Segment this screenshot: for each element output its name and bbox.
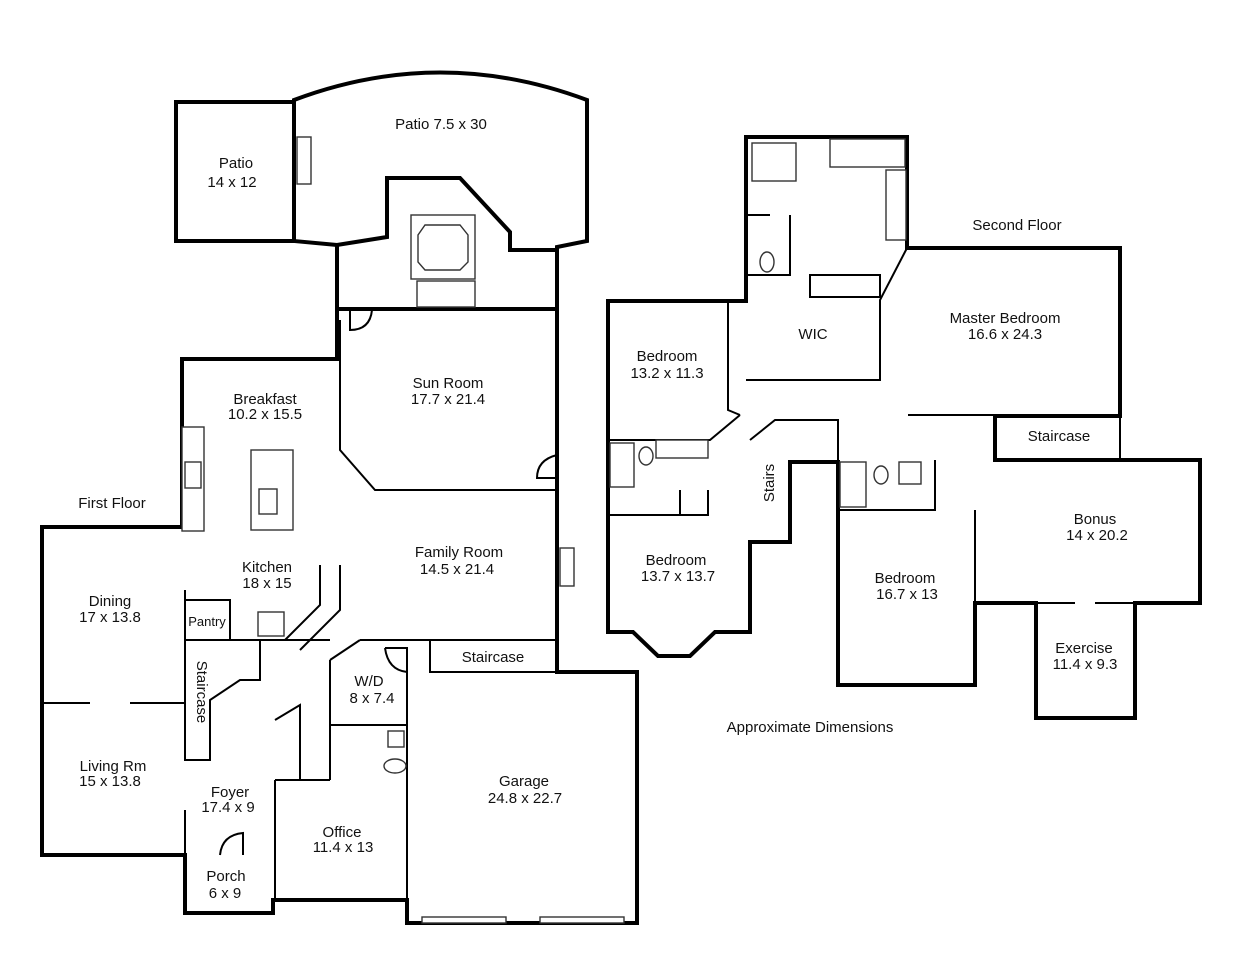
toilet-icon (873, 465, 889, 485)
bedroom-b-name: Bedroom (646, 552, 707, 569)
staircase-2-box (994, 416, 1121, 461)
porch-size: 6 x 9 (209, 885, 242, 902)
breakfast-size: 10.2 x 15.5 (228, 406, 302, 423)
patio-large-name: Patio 7.5 x 30 (395, 116, 487, 133)
foyer-size: 17.4 x 9 (201, 799, 254, 816)
fireplace-icon (559, 547, 575, 587)
bedroom-b-size: 13.7 x 13.7 (641, 568, 715, 585)
office-size: 11.4 x 13 (313, 839, 374, 856)
dining-size: 17 x 13.8 (79, 609, 141, 626)
bedroom-a-walls (608, 301, 741, 441)
master-bath-walls (746, 214, 791, 276)
grill-icon (296, 136, 312, 185)
wic-name: WIC (798, 326, 827, 343)
pantry-walls (184, 590, 330, 761)
door-swing-icon (349, 309, 373, 332)
labels: First Floor Second Floor Approximate Dim… (78, 116, 1128, 902)
garage-door-icon (421, 916, 507, 924)
sink-icon (258, 488, 278, 515)
toilet-icon (759, 251, 775, 273)
bedroom-c-walls (838, 460, 976, 603)
family-room-size: 14.5 x 21.4 (420, 561, 494, 578)
kitchen-counter (284, 565, 341, 651)
kitchen-name: Kitchen (242, 559, 292, 576)
hot-tub-basin (417, 224, 469, 271)
first-floor-walls (40, 70, 639, 925)
foyer-name: Foyer (211, 784, 249, 801)
sun-room-name: Sun Room (413, 375, 484, 392)
double-sink-icon (655, 439, 709, 459)
wic-walls (746, 247, 908, 381)
approximate-dimensions-note: Approximate Dimensions (727, 719, 894, 736)
staircase-first-vertical: Staircase (193, 661, 210, 724)
first-floor-label: First Floor (78, 495, 146, 512)
stairs-walls (749, 419, 839, 462)
patio-large-outline (291, 70, 589, 252)
door-swing-icon (384, 647, 408, 674)
living-name: Living Rm (80, 758, 147, 775)
sun-room-size: 17.7 x 21.4 (411, 391, 485, 408)
laundry-walls (329, 639, 430, 900)
master-bedroom-size: 16.6 x 24.3 (968, 326, 1042, 343)
staircase-first: Staircase (462, 649, 525, 666)
corner-tub-icon (751, 142, 797, 182)
wd-size: 8 x 7.4 (349, 690, 394, 707)
kitchen-size: 18 x 15 (242, 575, 291, 592)
shower-icon (829, 138, 906, 168)
bedroom-a-size: 13.2 x 11.3 (630, 365, 703, 382)
garage-name: Garage (499, 773, 549, 790)
staircase-second: Staircase (1028, 428, 1091, 445)
bedroom-a-name: Bedroom (637, 348, 698, 365)
garage-size: 24.8 x 22.7 (488, 790, 562, 807)
appliance-icon (257, 611, 285, 637)
wd-name: W/D (354, 673, 383, 690)
bath-sink-icon (387, 730, 405, 748)
sunroom-wall (339, 320, 557, 491)
door-swing-icon (219, 831, 244, 856)
vanity-icon (809, 274, 881, 298)
bonus-name: Bonus (1074, 511, 1117, 528)
bedroom-b-walls (608, 490, 709, 516)
toilet-icon (383, 758, 407, 774)
bedroom-c-name: Bedroom (875, 570, 936, 587)
hot-tub-step (416, 280, 476, 308)
tub-icon (839, 461, 867, 508)
office-name: Office (323, 824, 362, 841)
tub-icon (609, 442, 635, 488)
breakfast-name: Breakfast (233, 391, 297, 408)
range-icon (184, 461, 202, 489)
staircase-box (429, 639, 558, 673)
pantry-name: Pantry (188, 614, 226, 629)
dining-name: Dining (89, 593, 132, 610)
master-bedroom-name: Master Bedroom (950, 310, 1061, 327)
office-walls (274, 703, 330, 900)
vanity-icon (885, 169, 907, 241)
patio-small-name: Patio (219, 155, 253, 172)
porch-name: Porch (206, 868, 245, 885)
sink-icon (898, 461, 922, 485)
door-swing-icon (535, 454, 558, 479)
family-room-name: Family Room (415, 544, 503, 561)
second-floor-walls (606, 135, 1202, 720)
patio-small-size: 14 x 12 (207, 174, 256, 191)
garage-door-icon (539, 916, 625, 924)
bedroom-c-size: 16.7 x 13 (876, 586, 938, 603)
living-size: 15 x 13.8 (79, 773, 141, 790)
stairs-name: Stairs (761, 464, 778, 502)
exercise-name: Exercise (1055, 640, 1113, 657)
toilet-icon (638, 446, 654, 466)
exercise-size: 11.4 x 9.3 (1053, 656, 1118, 673)
sunroom-bay (335, 243, 559, 311)
bonus-size: 14 x 20.2 (1066, 527, 1128, 544)
second-floor-label: Second Floor (972, 217, 1061, 234)
